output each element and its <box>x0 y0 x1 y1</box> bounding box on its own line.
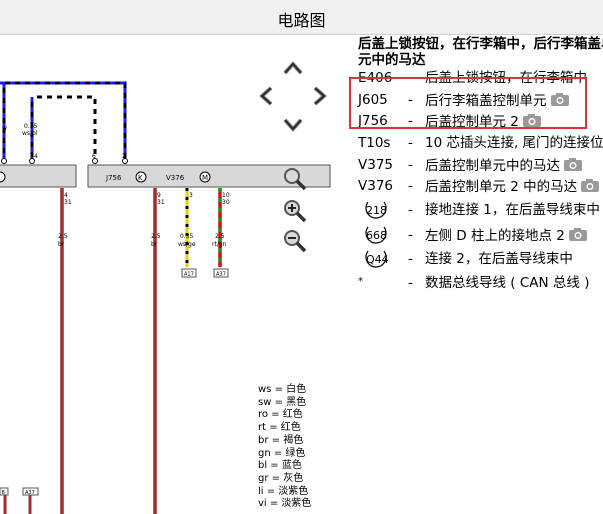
terminal-box <box>0 487 9 496</box>
pin-label: 9 <box>157 192 161 199</box>
arrow-down-icon[interactable] <box>282 117 304 133</box>
color-code-item: sw = 黑色 <box>258 396 307 408</box>
color-code-item: gn = 绿色 <box>258 447 306 459</box>
power-wires <box>3 188 222 514</box>
zoom-fit-icon[interactable] <box>282 166 308 192</box>
camera-icon[interactable] <box>522 113 542 128</box>
color-code-item: ro = 红色 <box>258 409 303 421</box>
ground-point-symbol: 668 <box>365 226 387 244</box>
legend-panel: 后盖上锁按钮，在行李箱中，后行李箱盖单元中的马达 E406 - 后盖上锁按钮，在… <box>358 36 603 291</box>
bus-wires <box>0 81 127 163</box>
terminal-label: A37 <box>25 490 35 496</box>
arrow-right-icon[interactable] <box>312 85 328 107</box>
arrow-up-icon[interactable] <box>282 60 304 76</box>
terminal-box <box>22 487 39 496</box>
wire-size-label: 2.5 <box>151 233 161 240</box>
pin-label: 3 <box>189 192 193 199</box>
wire-size-label: 2.5 <box>58 233 68 240</box>
wire-color-label: ws/ge <box>178 241 196 248</box>
wire-size-label: 2.5 <box>215 233 225 240</box>
terminal-label: A37 <box>216 272 226 278</box>
zoom-out-icon[interactable] <box>282 228 308 254</box>
color-code-item: li = 淡紫色 <box>258 485 309 497</box>
switch-symbol: K <box>138 174 143 182</box>
pin-label: 31 <box>64 199 72 206</box>
pin-label: 4 <box>34 153 38 160</box>
wire-color-label: br <box>151 241 158 248</box>
pin-label: 10 <box>222 192 230 199</box>
ground-symbol: 218 <box>365 201 387 219</box>
window-title: 电路图 <box>277 11 326 30</box>
wire-size-label: 0.35 <box>24 123 38 130</box>
arrow-left-icon[interactable] <box>258 85 274 107</box>
pin-label: 2 <box>122 153 126 160</box>
wire-color-label: ws/bl <box>22 130 38 137</box>
component-label: V376 <box>166 174 185 182</box>
pin-label: 6 <box>92 153 96 160</box>
terminal-label: A17 <box>184 272 194 278</box>
color-code-item: gr = 灰色 <box>258 472 304 484</box>
highlight-box <box>349 77 587 129</box>
pin-label: 30 <box>222 199 230 206</box>
color-code-item: vi = 淡紫色 <box>258 498 312 510</box>
component-box-left <box>0 164 77 188</box>
terminal-box <box>213 268 229 278</box>
terminal-box <box>181 268 197 278</box>
camera-icon[interactable] <box>550 92 570 107</box>
wire-color-label: br <box>58 241 65 248</box>
legend-title: 后盖上锁按钮，在行李箱中，后行李箱盖单元中的马达 <box>358 36 603 68</box>
component-label: J756 <box>105 174 122 182</box>
pin-label: 4 <box>64 192 68 199</box>
circuit-diagram: w 0.35 ws/bl 6 2 4 J756 K V376 M 4 31 9 … <box>0 81 331 514</box>
color-code-item: rt = 红色 <box>258 422 301 434</box>
color-code-item: bl = 蓝色 <box>258 460 302 472</box>
pin-label: 31 <box>157 199 165 206</box>
color-code-item: br = 褐色 <box>258 434 304 446</box>
connection-symbol: Q44 <box>365 250 389 268</box>
wire-size-label: 0.35 <box>180 233 194 240</box>
color-code-key: ws = 白色 sw = 黑色 ro = 红色 rt = 红色 br = 褐色 … <box>258 384 311 511</box>
color-code-item: ws = 白色 <box>258 384 307 395</box>
camera-icon[interactable] <box>580 178 600 193</box>
zoom-in-icon[interactable] <box>282 198 308 224</box>
terminal-label: B <box>2 490 6 496</box>
camera-icon[interactable] <box>563 157 583 172</box>
motor-symbol: M <box>202 174 208 182</box>
wire-color-label: rt/gn <box>212 241 227 248</box>
wire-label-partial: w <box>2 125 7 132</box>
title-bar: 电路图 <box>0 0 603 35</box>
camera-icon[interactable] <box>568 227 588 242</box>
